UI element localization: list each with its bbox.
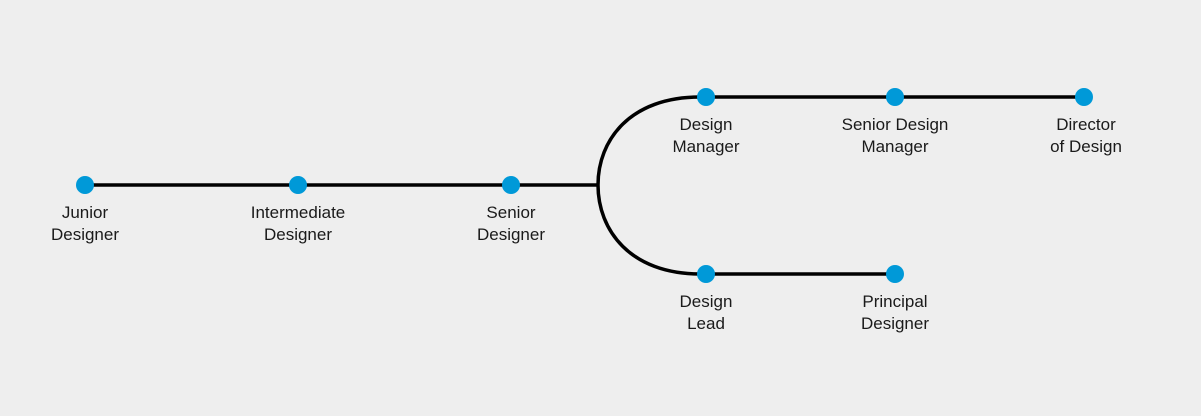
label-line: Principal (862, 292, 928, 311)
label-line: Designer (50, 225, 120, 244)
node-junior-designer (76, 176, 94, 194)
label-principal-designer: Principal Designer (795, 291, 995, 335)
label-line: Intermediate (250, 203, 346, 222)
node-senior-designer (502, 176, 520, 194)
label-line: Director (1056, 115, 1116, 134)
node-senior-design-manager (886, 88, 904, 106)
label-line: of Design (1050, 137, 1122, 156)
label-junior-designer: Junior Designer (0, 202, 185, 246)
label-line: Junior (61, 203, 109, 222)
label-line: Design (679, 292, 733, 311)
node-design-manager (697, 88, 715, 106)
label-line: Senior (486, 203, 536, 222)
label-line: Designer (476, 225, 546, 244)
label-line: Manager (672, 137, 740, 156)
label-senior-design-manager: Senior Design Manager (795, 114, 995, 158)
label-line: Manager (861, 137, 929, 156)
label-senior-designer: Senior Designer (411, 202, 611, 246)
node-principal-designer (886, 265, 904, 283)
label-line: Lead (687, 314, 725, 333)
label-design-lead: Design Lead (606, 291, 806, 335)
label-line: Designer (860, 314, 930, 333)
label-line: Senior Design (841, 115, 949, 134)
node-design-lead (697, 265, 715, 283)
node-intermediate-designer (289, 176, 307, 194)
label-line: Design (679, 115, 733, 134)
label-design-manager: Design Manager (606, 114, 806, 158)
node-director-of-design (1075, 88, 1093, 106)
manager-branch-line (596, 95, 1084, 186)
label-line: Designer (263, 225, 333, 244)
label-intermediate-designer: Intermediate Designer (198, 202, 398, 246)
lead-branch-line (596, 184, 895, 276)
label-director-of-design: Director of Design (986, 114, 1186, 158)
